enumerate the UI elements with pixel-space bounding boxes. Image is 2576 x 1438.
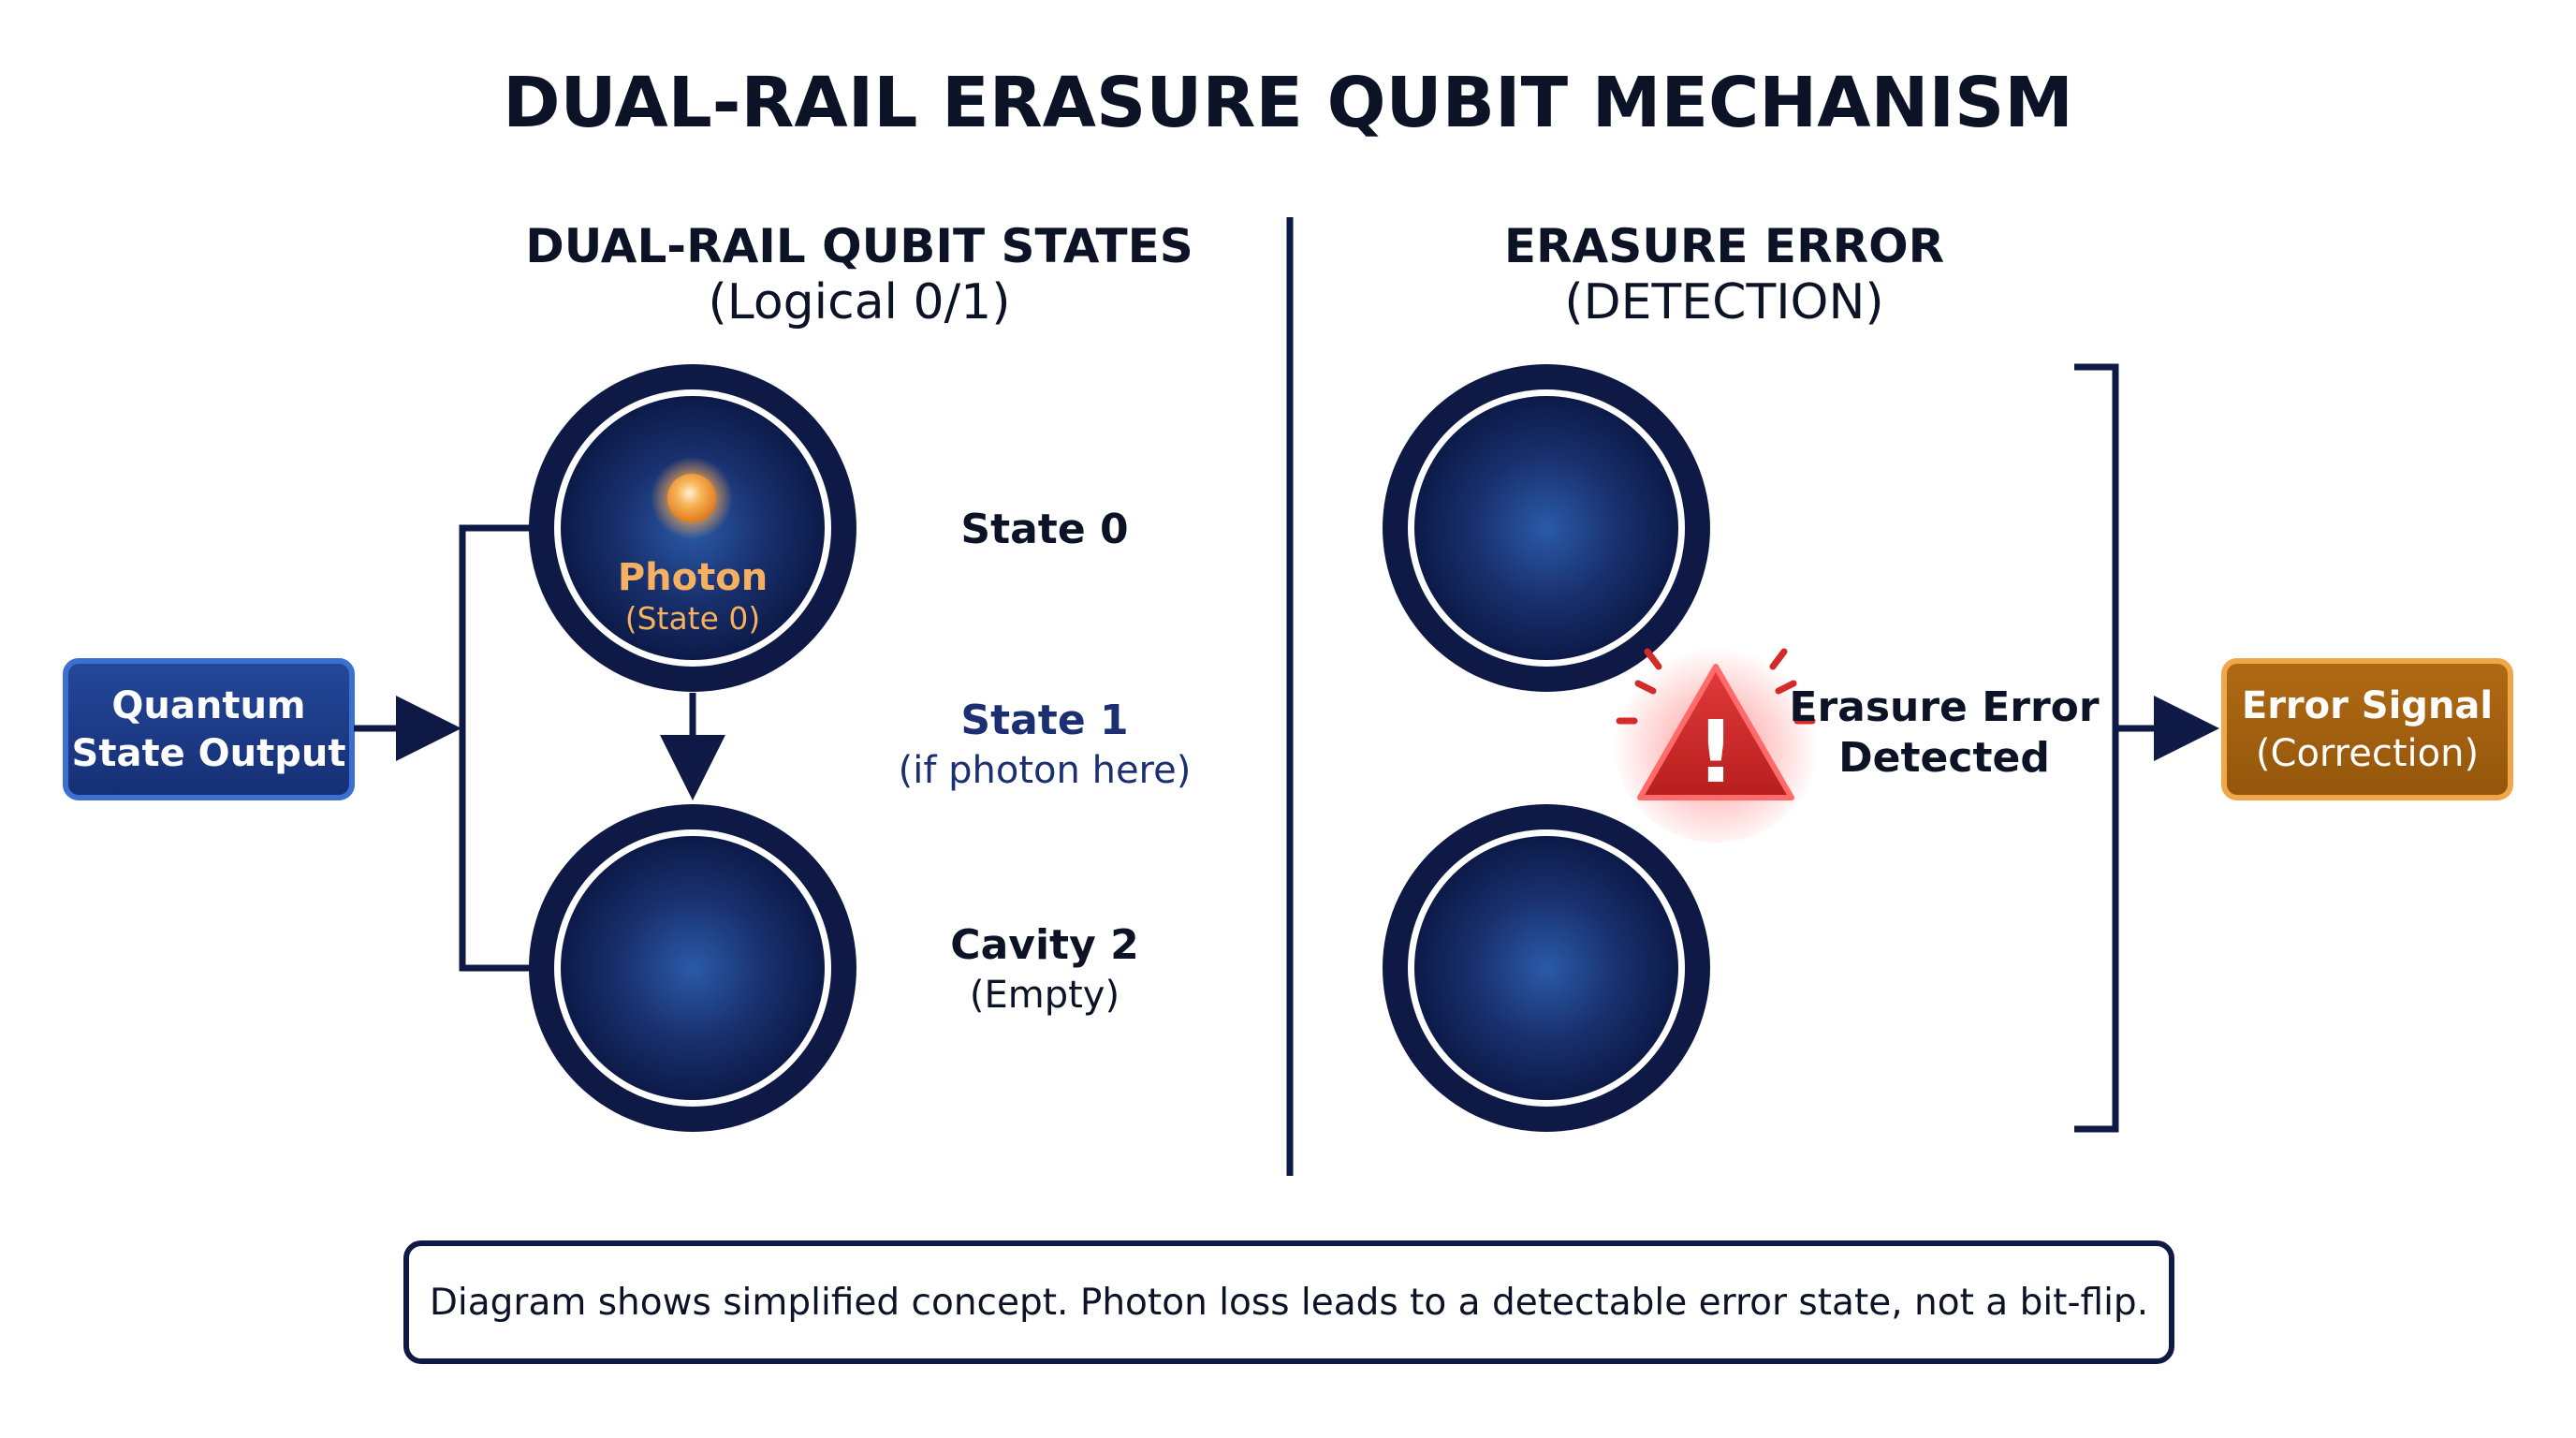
right-panel-heading: ERASURE ERROR (1504, 219, 1944, 273)
input-box-line1: Quantum (111, 684, 305, 727)
cavity2-label: Cavity 2 (950, 921, 1138, 969)
output-box-line2: (Correction) (2256, 732, 2479, 775)
left-panel-subheading: (Logical 0/1) (708, 274, 1010, 330)
photon-label: Photon (618, 556, 768, 599)
right-panel-subheading: (DETECTION) (1564, 274, 1883, 330)
collector-bracket (2074, 363, 2119, 1133)
quantum-state-output-box: Quantum State Output (63, 658, 355, 800)
warning-triangle-icon: ! (1613, 637, 1819, 843)
page-title: DUAL-RAIL ERASURE QUBIT MECHANISM (503, 63, 2073, 143)
state0-label: State 0 (960, 506, 1128, 553)
erasure-cavity-2 (1383, 804, 1710, 1132)
erasure-cavity-1 (1383, 364, 1710, 692)
state1-label: State 1 (960, 697, 1128, 744)
cavity2-sublabel: (Empty) (970, 974, 1120, 1017)
photon-glow-icon (651, 457, 733, 539)
footnote-box: Diagram shows simplified concept. Photon… (403, 1240, 2174, 1364)
state1-sublabel: (if photon here) (899, 749, 1192, 792)
input-box-line2: State Output (72, 732, 346, 775)
output-box-line1: Error Signal (2242, 684, 2493, 727)
footnote-text: Diagram shows simplified concept. Photon… (430, 1282, 2148, 1324)
error-signal-box: Error Signal (Correction) (2221, 658, 2513, 800)
cavity-2 (529, 804, 856, 1132)
warning-exclamation: ! (1696, 702, 1735, 802)
erasure-error-line1: Erasure Error (1789, 683, 2100, 731)
photon-sublabel: (State 0) (625, 600, 761, 637)
left-panel-heading: DUAL-RAIL QUBIT STATES (525, 219, 1193, 273)
splitter-bracket (459, 524, 530, 972)
erasure-error-line2: Detected (1838, 734, 2050, 782)
